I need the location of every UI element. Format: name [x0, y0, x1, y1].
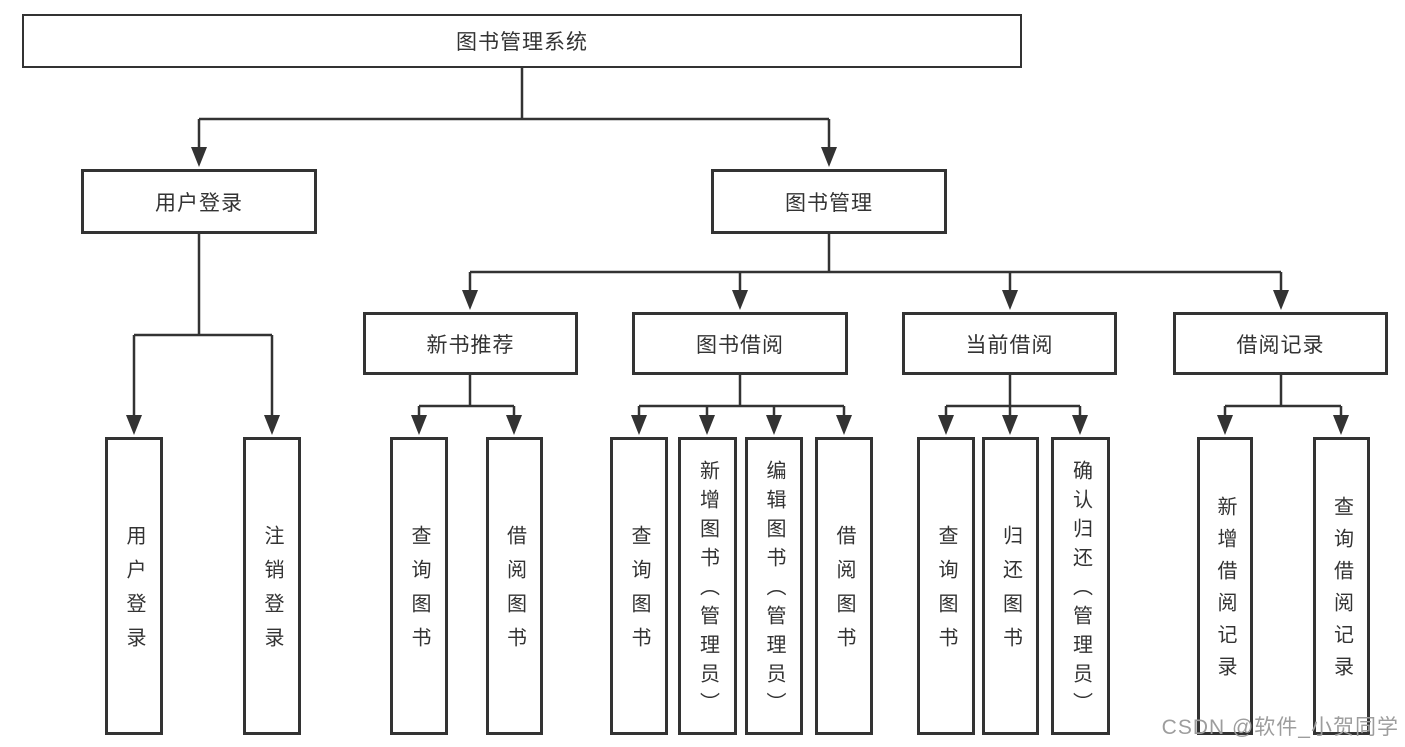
arrowhead-down-icon	[411, 415, 427, 435]
leaf-query-borrow-record: 查询借阅记录	[1313, 437, 1370, 735]
leaf-query-books-recommend: 查询图书	[390, 437, 448, 735]
arrowhead-down-icon	[766, 415, 782, 435]
node-library-system: 图书管理系统	[22, 14, 1022, 68]
arrowhead-down-icon	[506, 415, 522, 435]
node-library-system-label: 图书管理系统	[456, 31, 588, 54]
node-book-borrowing: 图书借阅	[632, 312, 848, 375]
leaf-query-books-recommend-label: 查询图书	[408, 525, 430, 661]
arrowhead-down-icon	[1002, 415, 1018, 435]
arrowhead-down-icon	[1217, 415, 1233, 435]
connector-root-to-level2	[197, 68, 831, 150]
arrowhead-down-icon	[699, 415, 715, 435]
leaf-return-book-label: 归还图书	[999, 525, 1022, 661]
leaf-add-borrow-record: 新增借阅记录	[1197, 437, 1253, 735]
arrowhead-down-icon	[631, 415, 647, 435]
arrowhead-down-icon	[1072, 415, 1088, 435]
arrowheads	[126, 147, 1349, 435]
arrowhead-down-icon	[1002, 290, 1018, 310]
connector-management-to-level3	[468, 233, 1283, 293]
leaf-query-books-current: 查询图书	[917, 437, 975, 735]
leaf-confirm-return-admin-label: 确认归还（管理员）	[1069, 460, 1092, 721]
leaf-confirm-return-admin: 确认归还（管理员）	[1051, 437, 1110, 735]
arrowhead-down-icon	[1333, 415, 1349, 435]
arrowhead-down-icon	[938, 415, 954, 435]
leaf-return-book: 归还图书	[982, 437, 1039, 735]
leaf-query-books-current-label: 查询图书	[935, 525, 957, 661]
node-current-borrowing-label: 当前借阅	[965, 333, 1054, 357]
arrowhead-down-icon	[191, 147, 207, 167]
connector-paths	[132, 68, 1343, 418]
leaf-edit-book-admin: 编辑图书（管理员）	[745, 437, 803, 735]
leaf-user-login: 用户登录	[105, 437, 163, 735]
leaf-query-borrow-record-label: 查询借阅记录	[1330, 496, 1353, 688]
leaf-borrow-books-recommend: 借阅图书	[486, 437, 543, 735]
node-borrow-records: 借阅记录	[1173, 312, 1388, 375]
leaf-user-login-label: 用户登录	[123, 525, 145, 661]
node-new-book-recommend-label: 新书推荐	[426, 333, 515, 357]
node-current-borrowing: 当前借阅	[902, 312, 1117, 375]
leaf-edit-book-admin-label: 编辑图书（管理员）	[763, 460, 785, 721]
leaf-query-books-borrowing-label: 查询图书	[628, 525, 650, 661]
node-borrow-records-label: 借阅记录	[1236, 333, 1325, 357]
leaf-borrow-books-borrowing-label: 借阅图书	[833, 525, 855, 661]
node-book-management: 图书管理	[711, 169, 947, 234]
leaf-add-book-admin-label: 新增图书（管理员）	[696, 460, 719, 721]
connector-records-to-leaves	[1223, 375, 1343, 418]
arrowhead-down-icon	[264, 415, 280, 435]
arrowhead-down-icon	[126, 415, 142, 435]
connector-current-to-leaves	[944, 375, 1082, 418]
leaf-borrow-books-recommend-label: 借阅图书	[503, 525, 526, 661]
leaf-borrow-books-borrowing: 借阅图书	[815, 437, 873, 735]
connector-borrowing-to-leaves	[637, 375, 846, 418]
leaf-query-books-borrowing: 查询图书	[610, 437, 668, 735]
arrowhead-down-icon	[732, 290, 748, 310]
arrowhead-down-icon	[836, 415, 852, 435]
node-book-management-label: 图书管理	[785, 191, 873, 215]
leaf-add-borrow-record-label: 新增借阅记录	[1214, 496, 1236, 688]
node-book-borrowing-label: 图书借阅	[696, 333, 784, 357]
connector-login-to-leaves	[132, 233, 274, 418]
csdn-watermark: CSDN @软件_小贺同学	[1161, 716, 1399, 739]
connector-recommend-to-leaves	[417, 375, 516, 418]
arrowhead-down-icon	[1273, 290, 1289, 310]
node-user-login: 用户登录	[81, 169, 317, 234]
node-new-book-recommend: 新书推荐	[363, 312, 578, 375]
arrowhead-down-icon	[821, 147, 837, 167]
leaf-logout-label: 注销登录	[261, 525, 283, 661]
node-user-login-label: 用户登录	[155, 191, 243, 215]
leaf-logout: 注销登录	[243, 437, 301, 735]
arrowhead-down-icon	[462, 290, 478, 310]
leaf-add-book-admin: 新增图书（管理员）	[678, 437, 737, 735]
